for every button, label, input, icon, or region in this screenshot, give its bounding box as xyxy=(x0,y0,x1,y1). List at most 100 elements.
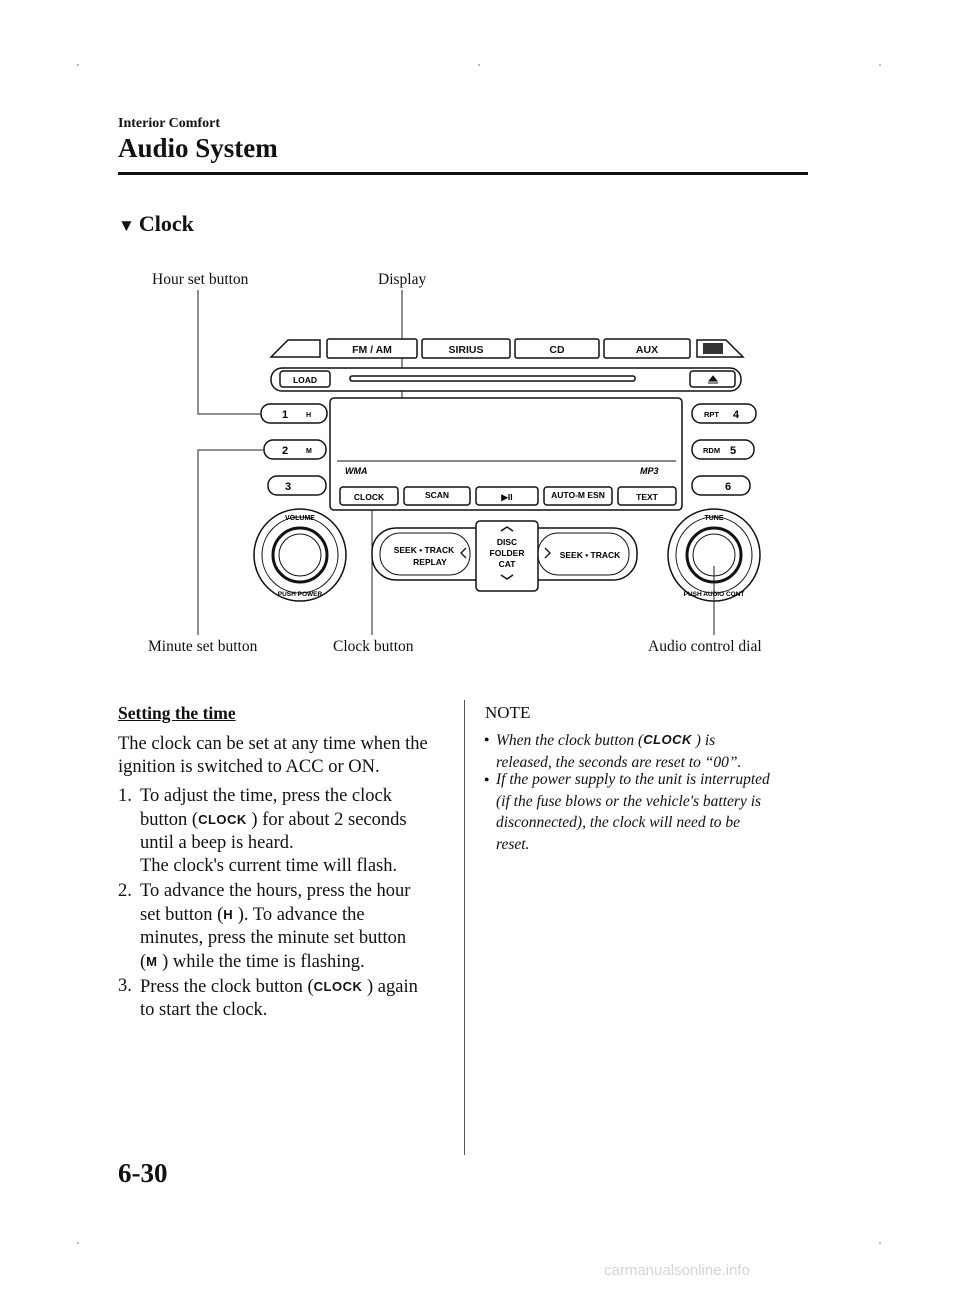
text-panel-button xyxy=(617,486,677,506)
aux-button xyxy=(603,338,691,359)
callout-display: Display xyxy=(378,271,427,288)
preset-2-minute-button xyxy=(263,439,327,460)
cd-slot xyxy=(349,375,636,382)
scan-panel-label: SCAN xyxy=(425,490,449,500)
step-2-line-4: (M ) while the time is flashing. xyxy=(140,952,365,972)
h-button-icon: H xyxy=(223,907,234,922)
callout-hour-set: Hour set button xyxy=(152,271,249,288)
minute-leader-line xyxy=(197,449,263,635)
compact-disc-logo-icon xyxy=(703,343,723,354)
note-item-1: ● When the clock button (CLOCK ) is rele… xyxy=(484,729,811,773)
step-1-line-1: To adjust the time, press the clock xyxy=(140,786,392,806)
mp3-logo-icon: MP3 xyxy=(640,466,659,476)
cat-label: CAT xyxy=(499,559,517,569)
step-1: 1. To adjust the time, press the clock b… xyxy=(118,785,453,878)
audio-panel-illustration: FM / AM SIRIUS CD AUX LOAD WMA MP3 CLOCK… xyxy=(197,290,761,635)
step-2: 2. To advance the hours, press the hour … xyxy=(118,880,453,974)
section-label: Interior Comfort xyxy=(118,116,220,131)
intro-line-2: ignition is switched to ACC or ON. xyxy=(118,757,380,777)
note-item-2: ● If the power supply to the unit is int… xyxy=(484,769,811,855)
step-3-number: 3. xyxy=(118,976,132,996)
load-label: LOAD xyxy=(293,375,317,385)
seek-right-label: SEEK • TRACK xyxy=(560,550,621,560)
clock-heading: ▼Clock xyxy=(118,211,194,237)
setting-heading: Setting the time xyxy=(118,703,236,723)
seek-left-button xyxy=(379,532,471,576)
chevron-left-icon xyxy=(460,547,467,559)
watermark: carmanualsonline.info xyxy=(604,1262,750,1279)
folder-label: FOLDER xyxy=(490,548,525,558)
preset-4-rpt-button xyxy=(691,403,757,424)
preset-4-num: 4 xyxy=(733,409,740,421)
preset-1-tag: H xyxy=(306,412,311,419)
triangle-marker-icon: ▼ xyxy=(118,216,135,235)
preset-2-num: 2 xyxy=(282,445,288,457)
push-power-label: PUSH POWER xyxy=(278,591,323,598)
callout-audio-dial: Audio control dial xyxy=(648,638,762,655)
step-1-line-4: The clock's current time will flash. xyxy=(140,856,398,876)
preset-5-rdm-button xyxy=(691,439,755,460)
step-2-line-1: To advance the hours, press the hour xyxy=(140,881,411,901)
hour-leader-line xyxy=(197,290,263,415)
scan-panel-button xyxy=(403,486,471,506)
page-number: 6-30 xyxy=(118,1158,168,1188)
step-1-line-2: button (CLOCK ) for about 2 seconds xyxy=(140,810,407,830)
clock-panel-label: CLOCK xyxy=(354,492,385,502)
note-2-line-3: disconnected), the clock will need to be xyxy=(496,814,741,831)
seek-left-line2: REPLAY xyxy=(413,557,447,567)
disc-label: DISC xyxy=(497,537,517,547)
brand-logo-icon: WMA xyxy=(345,466,368,476)
load-button xyxy=(279,370,331,388)
preset-5-num: 5 xyxy=(730,445,736,457)
disc-folder-cat-block xyxy=(475,520,539,592)
play-pause-panel-button xyxy=(475,486,539,506)
note-2-line-4: reset. xyxy=(496,835,530,853)
chevron-right-icon xyxy=(544,547,551,559)
chevron-down-icon xyxy=(500,574,514,580)
note-2-line-2: (if the fuse blows or the vehicle's batt… xyxy=(496,792,762,810)
fm-am-button xyxy=(326,338,418,359)
fm-am-label: FM / AM xyxy=(352,344,392,356)
intro-line-1: The clock can be set at any time when th… xyxy=(118,734,428,754)
note-1-line-1: When the clock button (CLOCK ) is xyxy=(496,729,811,752)
preset-3-num: 3 xyxy=(285,481,291,493)
text-panel-label: TEXT xyxy=(636,492,659,502)
clock-button-icon: CLOCK xyxy=(313,979,363,994)
bullet-icon: ● xyxy=(484,734,490,744)
cd-button xyxy=(514,338,600,359)
callout-minute-set: Minute set button xyxy=(148,638,258,655)
cd-label: CD xyxy=(549,344,565,356)
step-3-line-1: Press the clock button (CLOCK ) again xyxy=(140,977,418,997)
preset-3-button xyxy=(267,475,327,496)
clock-heading-text: Clock xyxy=(138,211,194,236)
step-3: 3. Press the clock button (CLOCK ) again… xyxy=(118,975,453,1022)
preset-2-tag: M xyxy=(306,448,312,455)
clock-button-icon: CLOCK xyxy=(643,732,692,747)
chevron-up-icon xyxy=(500,526,514,532)
note-heading: NOTE xyxy=(485,703,531,722)
clock-panel-button xyxy=(339,486,399,506)
blank-left-button xyxy=(269,339,321,358)
step-2-number: 2. xyxy=(118,881,132,901)
preset-1-hour-button xyxy=(260,403,328,424)
preset-6-num: 6 xyxy=(725,481,731,493)
note-1-line-2: released, the seconds are reset to “00”. xyxy=(496,753,742,771)
step-1-line-3: until a beep is heard. xyxy=(140,833,294,853)
preset-6-button xyxy=(691,475,751,496)
callout-clock-button: Clock button xyxy=(333,638,414,655)
m-button-icon: M xyxy=(146,954,158,969)
intro-paragraph: The clock can be set at any time when th… xyxy=(118,733,453,779)
play-pause-panel-label: ▶II xyxy=(500,492,512,502)
display-screen xyxy=(329,397,683,511)
seek-left-line1: SEEK • TRACK xyxy=(394,545,455,555)
page-title: Audio System xyxy=(118,133,278,163)
aux-label: AUX xyxy=(636,344,658,356)
volume-knob xyxy=(253,508,347,602)
bullet-icon: ● xyxy=(484,774,490,784)
step-2-line-3: minutes, press the minute set button xyxy=(140,928,407,948)
auto-m-esn-panel-button xyxy=(543,486,613,506)
column-divider xyxy=(464,700,465,1155)
step-2-line-2: set button (H ). To advance the xyxy=(140,905,365,925)
step-1-number: 1. xyxy=(118,786,132,806)
preset-1-num: 1 xyxy=(282,409,288,421)
